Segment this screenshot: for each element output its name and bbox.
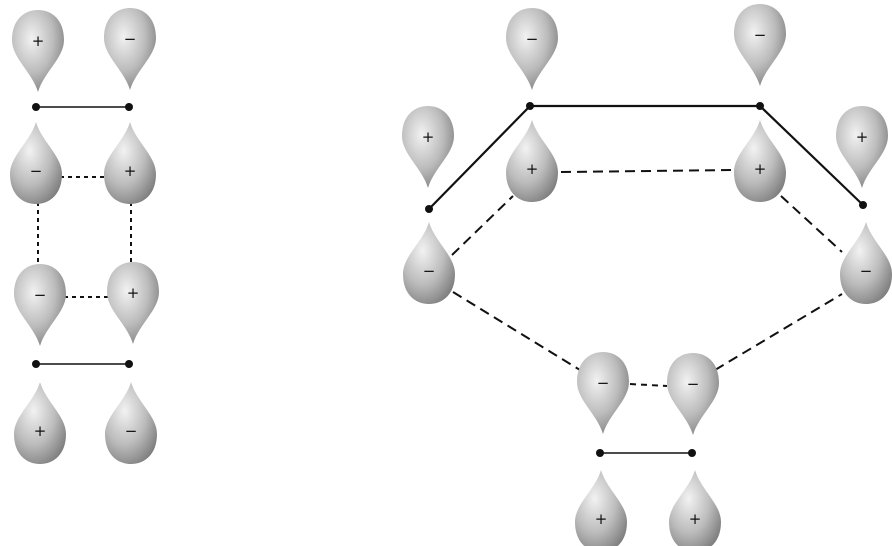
orbital-phase-sign: + [754, 160, 767, 178]
orbital-lobe: + [107, 262, 159, 344]
orbital-phase-sign: + [595, 510, 608, 528]
orbital-phase-sign: + [856, 128, 869, 146]
orbital-lobe: − [667, 353, 719, 435]
orbital-lobe: − [14, 264, 66, 346]
orbital-phase-sign: + [124, 162, 137, 180]
orbital-lobe-shape [104, 8, 156, 90]
orbital-phase-sign: − [687, 375, 700, 393]
orbital-lobe-shape [10, 122, 62, 204]
orbital-phase-sign: − [860, 262, 873, 280]
orbital-phase-sign: − [124, 30, 137, 48]
orbital-lobe-shape [104, 122, 156, 204]
orbital-phase-sign: + [34, 422, 47, 440]
orbital-lobe-shape [734, 4, 786, 86]
orbital-lobe-shape [105, 382, 157, 464]
orbital-phase-sign: + [689, 510, 702, 528]
orbital-lobe: + [575, 470, 627, 546]
orbital-lobe: + [669, 470, 721, 546]
atom-dot [32, 103, 40, 111]
orbital-lobe-shape [402, 106, 454, 188]
orbital-lobe: + [836, 106, 888, 188]
atom-dot [32, 360, 40, 368]
atom-dot [756, 102, 764, 110]
orbital-lobe-shape [107, 262, 159, 344]
orbital-lobe: − [840, 222, 892, 304]
atom-dot [125, 103, 133, 111]
orbital-lobe-shape [577, 352, 629, 434]
orbital-lobe: − [10, 122, 62, 204]
orbital-phase-sign: + [526, 160, 539, 178]
orbital-lobe: − [734, 4, 786, 86]
atom-dot [425, 205, 433, 213]
orbital-lobe: − [104, 8, 156, 90]
orbital-phase-sign: − [526, 30, 539, 48]
orbital-lobe-shape [506, 8, 558, 90]
pi-interaction-r-upper-left [451, 195, 514, 256]
orbital-lobe-shape [403, 222, 455, 304]
bonds-layer [36, 104, 864, 454]
pi-interaction-r-upper-right [780, 195, 843, 253]
orbital-phase-sign: + [32, 32, 45, 50]
orbital-lobe-shape [14, 264, 66, 346]
atom-dot [526, 102, 534, 110]
pi-interaction-r-bottom [629, 383, 668, 387]
orbital-lobe-shape [667, 353, 719, 435]
orbital-lobe: − [105, 382, 157, 464]
pi-interaction-r-top [560, 169, 736, 173]
orbital-lobe: + [104, 122, 156, 204]
orbital-lobe-shape [506, 120, 558, 202]
orbital-lobe: + [14, 382, 66, 464]
orbital-lobe-shape [14, 382, 66, 464]
orbital-phase-sign: − [125, 422, 138, 440]
orbital-phase-sign: − [30, 162, 43, 180]
orbital-lobe-shape [734, 120, 786, 202]
sigma-bond-r-left [428, 105, 531, 210]
orbital-lobe: + [12, 10, 64, 92]
orbital-lobe: − [577, 352, 629, 434]
orbital-lobe-shape [575, 470, 627, 546]
atoms-layer [32, 102, 867, 457]
atom-dot [596, 449, 604, 457]
orbital-lobe-shape [836, 106, 888, 188]
atom-dot [859, 201, 867, 209]
orbital-lobe: − [403, 222, 455, 304]
atom-dot [125, 360, 133, 368]
pi-interaction-r-lower-left [452, 291, 581, 371]
orbital-lobe: + [734, 120, 786, 202]
pi-interaction-r-lower-right [714, 293, 843, 371]
orbital-lobe-shape [12, 10, 64, 92]
orbital-lobe: + [402, 106, 454, 188]
orbital-phase-sign: − [754, 26, 767, 44]
orbital-lobe-shape [840, 222, 892, 304]
orbital-phase-sign: + [127, 284, 140, 302]
orbital-lobe-shape [669, 470, 721, 546]
orbital-phase-sign: − [34, 286, 47, 304]
orbital-phase-sign: + [422, 128, 435, 146]
orbital-lobe: − [506, 8, 558, 90]
sigma-bond-r-right [759, 105, 864, 206]
orbital-phase-sign: − [597, 374, 610, 392]
lobes-layer: + − − + − + + − − − + + + + − − − − + + [10, 4, 892, 546]
atom-dot [688, 449, 696, 457]
orbital-phase-sign: − [423, 262, 436, 280]
orbital-lobe: + [506, 120, 558, 202]
